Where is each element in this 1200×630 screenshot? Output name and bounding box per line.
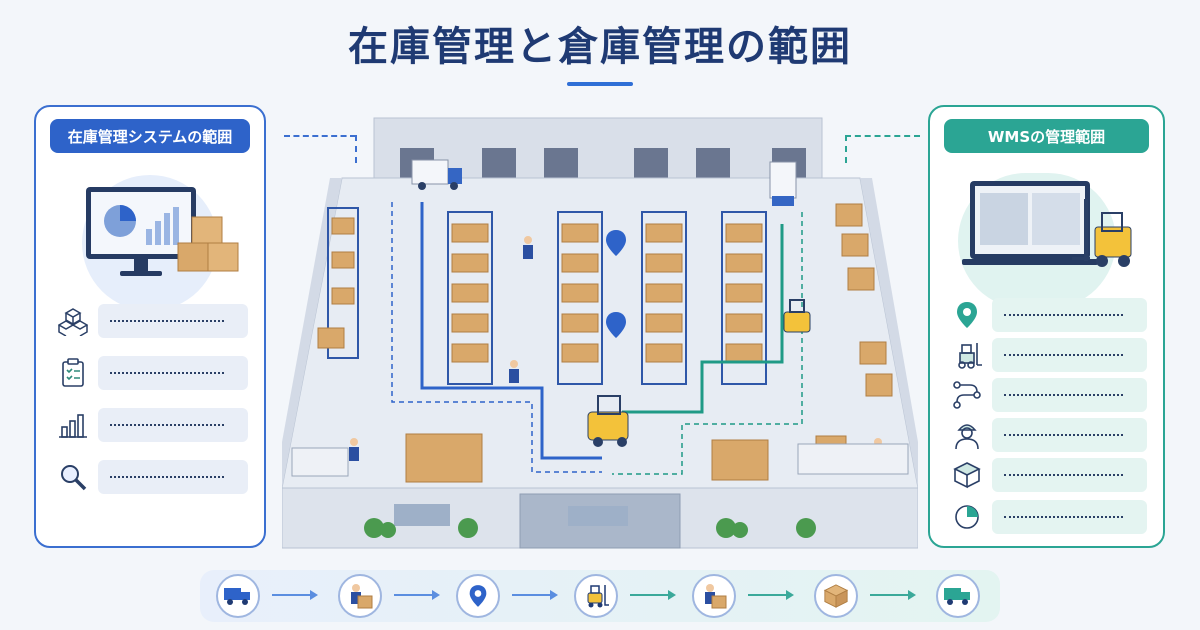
- left-connector: [284, 135, 356, 137]
- wms-row-5-placeholder: [992, 458, 1147, 492]
- right-connector-drop: [845, 135, 847, 163]
- flow-step-location: [456, 574, 500, 618]
- wms-row-4: [950, 417, 1147, 453]
- forklift-icon: [587, 585, 609, 608]
- inventory-system-header: 在庫管理システムの範囲: [50, 119, 250, 153]
- outbound-route: [622, 224, 784, 414]
- wms-header: WMSの管理範囲: [944, 119, 1149, 153]
- forklift-right: [783, 299, 811, 333]
- bar-chart-icon: [56, 408, 90, 442]
- inventory-system-panel: 在庫管理システムの範囲: [34, 105, 266, 548]
- truck-icon: [944, 588, 970, 605]
- truck-top-left: [411, 159, 462, 190]
- monitor-icon: [86, 187, 239, 276]
- route-icon: [950, 378, 984, 412]
- wms-row-3: [950, 377, 1147, 413]
- wms-row-5: [950, 457, 1147, 493]
- warehouse-right-wall: [860, 178, 918, 488]
- front-window-right: [568, 506, 628, 526]
- packing-station-left: [291, 447, 349, 477]
- laptop-forklift-icon: [962, 181, 1132, 267]
- rack-boxes: [317, 203, 893, 483]
- worker-box-icon: [351, 584, 373, 609]
- inventory-row-3-placeholder: [98, 408, 248, 442]
- clipboard-checklist-icon: [56, 356, 90, 390]
- flow-step-truck-in: [216, 574, 260, 618]
- inventory-row-2: [56, 355, 248, 391]
- wms-panel: WMSの管理範囲: [928, 105, 1165, 548]
- wms-row-4-placeholder: [992, 418, 1147, 452]
- flow-step-receiving: [338, 574, 382, 618]
- truck-icon: [224, 588, 250, 605]
- right-connector: [845, 135, 920, 137]
- left-connector-drop: [355, 135, 357, 163]
- worker-box-icon: [705, 584, 727, 609]
- flow-step-picking: [692, 574, 736, 618]
- flow-arrow-5: [748, 590, 794, 600]
- loading-doors: [400, 148, 806, 182]
- inventory-row-1: [56, 303, 248, 339]
- location-pin-icon: [469, 585, 487, 607]
- forklift-center: [587, 395, 629, 447]
- title-underline: [567, 82, 633, 86]
- wms-row-1-placeholder: [992, 298, 1147, 332]
- inventory-row-3: [56, 407, 248, 443]
- packing-station-right: [797, 443, 909, 475]
- truck-top-right: [769, 161, 797, 206]
- wms-row-6-placeholder: [992, 500, 1147, 534]
- wms-row-3-placeholder: [992, 378, 1147, 412]
- inventory-row-1-placeholder: [98, 304, 248, 338]
- cubes-icon: [56, 304, 90, 338]
- forklift-icon: [950, 338, 984, 372]
- inventory-row-4-placeholder: [98, 460, 248, 494]
- worker-icon: [950, 418, 984, 452]
- box-icon: [823, 584, 849, 608]
- location-pins: [606, 230, 626, 338]
- dashed-route-teal: [612, 212, 803, 475]
- flow-step-packing: [814, 574, 858, 618]
- box-icon: [950, 458, 984, 492]
- process-flow-strip: [200, 570, 1000, 622]
- shrubs: [364, 518, 816, 538]
- dashed-route-blue: [391, 202, 602, 473]
- magnifier-icon: [56, 460, 90, 494]
- inventory-row-4: [56, 459, 248, 495]
- wms-row-2-placeholder: [992, 338, 1147, 372]
- inventory-row-2-placeholder: [98, 356, 248, 390]
- wms-row-2: [950, 337, 1147, 373]
- storage-racks: [327, 207, 767, 385]
- pie-chart-icon: [950, 500, 984, 534]
- warehouse-illustration: [282, 117, 918, 549]
- front-window-left: [394, 504, 450, 526]
- flow-arrow-6: [870, 590, 916, 600]
- flow-arrow-2: [394, 590, 440, 600]
- wms-row-6: [950, 499, 1147, 535]
- flow-step-forklift: [574, 574, 618, 618]
- page-title: 在庫管理と倉庫管理の範囲: [348, 24, 852, 70]
- flow-arrow-1: [272, 590, 318, 600]
- inbound-route: [420, 202, 602, 460]
- flow-arrow-3: [512, 590, 558, 600]
- flow-arrow-4: [630, 590, 676, 600]
- wms-row-1: [950, 297, 1147, 333]
- location-pin-icon: [950, 298, 984, 332]
- flow-step-truck-out: [936, 574, 980, 618]
